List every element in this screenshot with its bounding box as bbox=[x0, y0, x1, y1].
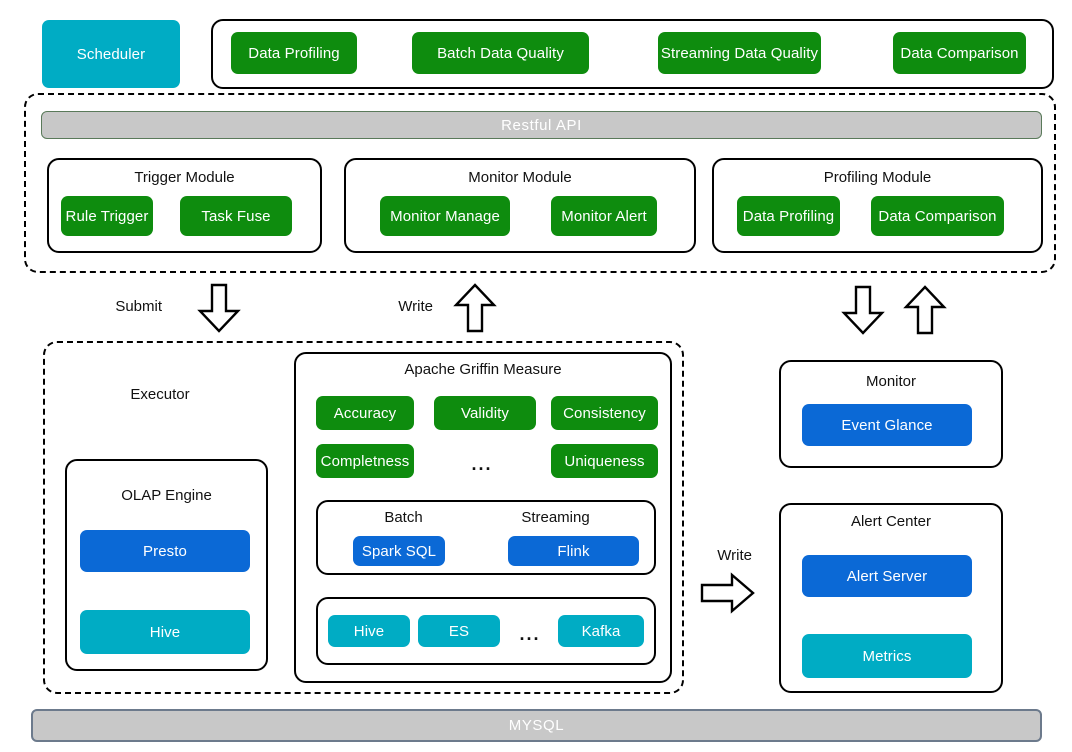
chip-label: Uniqueness bbox=[564, 452, 645, 470]
write-right-arrow-label: Write bbox=[717, 547, 752, 564]
feature-streaming-data-quality[interactable]: Streaming Data Quality bbox=[658, 32, 821, 74]
chip-label: Monitor Manage bbox=[390, 207, 500, 225]
chip-label: Task Fuse bbox=[201, 207, 271, 225]
write-up-arrow-icon bbox=[453, 283, 497, 333]
chip-label: Metrics bbox=[862, 647, 912, 665]
submit-arrow-label: Submit bbox=[115, 298, 162, 315]
chip-label: Event Glance bbox=[841, 416, 933, 434]
metrics-chip[interactable]: Metrics bbox=[802, 634, 972, 678]
chip-label: Monitor Alert bbox=[561, 207, 647, 225]
feature-label: Streaming Data Quality bbox=[660, 44, 819, 62]
dimensions-ellipsis: ... bbox=[471, 454, 493, 474]
chip-label: Completness bbox=[320, 452, 410, 470]
dimension-completness-chip[interactable]: Completness bbox=[316, 444, 414, 478]
chip-label: Data Comparison bbox=[878, 207, 997, 225]
chip-label: Kafka bbox=[581, 622, 621, 640]
scheduler-label: Scheduler bbox=[76, 45, 146, 63]
monitor-panel-title: Monitor bbox=[865, 373, 917, 390]
dimension-validity-chip[interactable]: Validity bbox=[434, 396, 536, 430]
chip-label: Consistency bbox=[563, 404, 646, 422]
task-fuse-chip[interactable]: Task Fuse bbox=[180, 196, 292, 236]
mysql-bar: MYSQL bbox=[31, 709, 1042, 742]
batch-title: Batch bbox=[384, 509, 423, 526]
chip-label: Hive bbox=[353, 622, 385, 640]
monitor-module-title: Monitor Module bbox=[468, 169, 572, 186]
chip-label: Presto bbox=[143, 542, 187, 560]
right-down-arrow-icon bbox=[841, 285, 885, 335]
feature-label: Batch Data Quality bbox=[437, 44, 564, 62]
dimension-consistency-chip[interactable]: Consistency bbox=[551, 396, 658, 430]
chip-label: ES bbox=[448, 622, 470, 640]
flink-chip[interactable]: Flink bbox=[508, 536, 639, 566]
mysql-label: MYSQL bbox=[508, 717, 565, 734]
right-up-arrow-icon bbox=[903, 285, 947, 335]
chip-label: Rule Trigger bbox=[65, 207, 149, 225]
dimension-uniqueness-chip[interactable]: Uniqueness bbox=[551, 444, 658, 478]
alert-server-chip[interactable]: Alert Server bbox=[802, 555, 972, 597]
chip-label: Flink bbox=[557, 542, 590, 560]
spark-sql-chip[interactable]: Spark SQL bbox=[353, 536, 445, 566]
write-up-arrow-label: Write bbox=[398, 298, 433, 315]
streaming-title: Streaming bbox=[521, 509, 590, 526]
feature-batch-data-quality[interactable]: Batch Data Quality bbox=[412, 32, 589, 74]
chip-label: Hive bbox=[149, 623, 181, 641]
write-right-arrow-icon bbox=[700, 572, 756, 614]
rule-trigger-chip[interactable]: Rule Trigger bbox=[61, 196, 153, 236]
chip-label: Validity bbox=[460, 404, 510, 422]
trigger-module-title: Trigger Module bbox=[134, 169, 235, 186]
profiling-data-comparison-chip[interactable]: Data Comparison bbox=[871, 196, 1004, 236]
feature-data-comparison[interactable]: Data Comparison bbox=[893, 32, 1026, 74]
profiling-module-title: Profiling Module bbox=[823, 169, 932, 186]
source-kafka-chip[interactable]: Kafka bbox=[558, 615, 644, 647]
olap-engine-title: OLAP Engine bbox=[121, 487, 212, 504]
chip-label: Accuracy bbox=[333, 404, 397, 422]
source-es-chip[interactable]: ES bbox=[418, 615, 500, 647]
chip-label: Alert Server bbox=[846, 567, 928, 585]
dimension-accuracy-chip[interactable]: Accuracy bbox=[316, 396, 414, 430]
griffin-measure-title: Apache Griffin Measure bbox=[404, 361, 562, 378]
hive-olap-chip[interactable]: Hive bbox=[80, 610, 250, 654]
event-glance-chip[interactable]: Event Glance bbox=[802, 404, 972, 446]
source-hive-chip[interactable]: Hive bbox=[328, 615, 410, 647]
feature-data-profiling[interactable]: Data Profiling bbox=[231, 32, 357, 74]
sources-ellipsis: ... bbox=[519, 624, 541, 644]
presto-chip[interactable]: Presto bbox=[80, 530, 250, 572]
profiling-data-profiling-chip[interactable]: Data Profiling bbox=[737, 196, 840, 236]
restful-api-label: Restful API bbox=[501, 116, 582, 134]
feature-label: Data Profiling bbox=[248, 44, 340, 62]
monitor-alert-chip[interactable]: Monitor Alert bbox=[551, 196, 657, 236]
submit-arrow-icon bbox=[197, 283, 241, 333]
feature-label: Data Comparison bbox=[900, 44, 1019, 62]
executor-title: Executor bbox=[130, 386, 190, 403]
chip-label: Data Profiling bbox=[742, 207, 835, 225]
chip-label: Spark SQL bbox=[361, 542, 437, 560]
alert-center-title: Alert Center bbox=[850, 513, 932, 530]
restful-api-bar: Restful API bbox=[41, 111, 1042, 139]
monitor-manage-chip[interactable]: Monitor Manage bbox=[380, 196, 510, 236]
scheduler-block[interactable]: Scheduler bbox=[42, 20, 180, 88]
